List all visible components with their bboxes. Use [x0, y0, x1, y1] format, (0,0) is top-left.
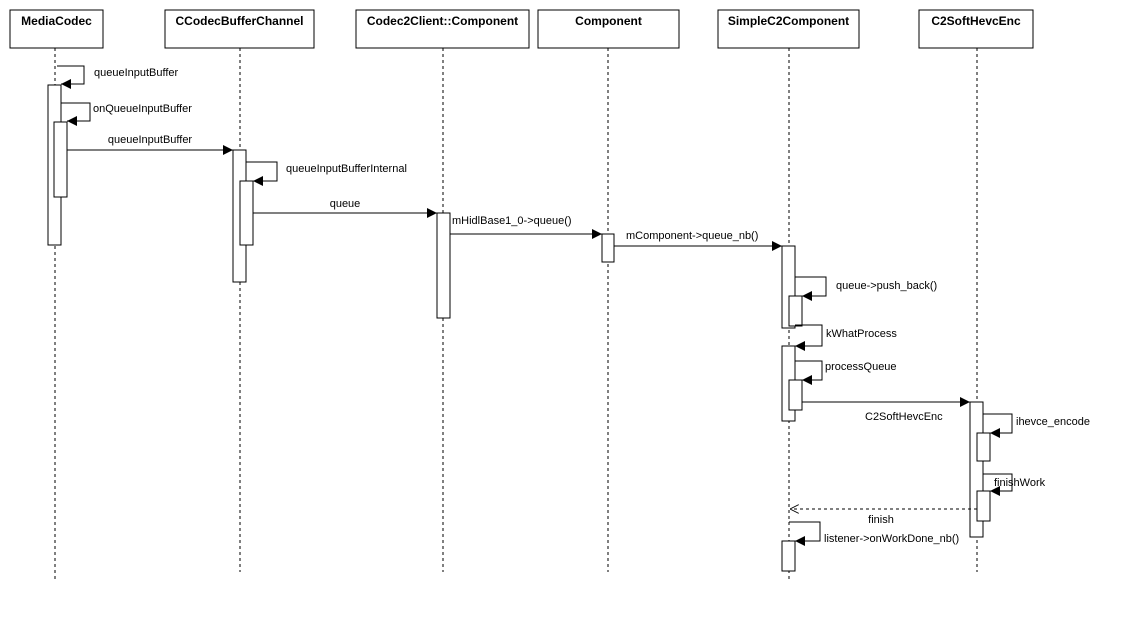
message-label: queueInputBuffer — [108, 134, 193, 146]
activation-softhevc-3 — [976, 490, 991, 522]
participant-mediacodec: MediaCodec — [9, 9, 104, 49]
message-push-back-self: queue->push_back() — [795, 276, 937, 301]
activation-c2client-1 — [436, 212, 451, 319]
message-label: queue — [330, 198, 361, 210]
participant-ccodecbufferchannel: CCodecBufferChannel — [164, 9, 315, 49]
activation-simplec2-5 — [781, 540, 796, 572]
message-label: ihevce_encode — [1016, 416, 1090, 428]
message-queueinputbuffer-self: queueInputBuffer — [57, 65, 179, 89]
message-ihevce-encode-self: ihevce_encode — [983, 413, 1090, 438]
message-mhidlbase-queue-call: mHidlBase1_0->queue() — [450, 215, 602, 239]
message-label: mHidlBase1_0->queue() — [452, 215, 572, 227]
activation-bars — [47, 84, 991, 572]
participant-codec2client-component: Codec2Client::Component — [355, 9, 530, 49]
participant-label: C2SoftHevcEnc — [931, 14, 1021, 28]
activation-softhevc-2 — [976, 432, 991, 462]
participant-label: SimpleC2Component — [728, 14, 849, 28]
message-label: kWhatProcess — [826, 328, 897, 340]
message-onworkdone-nb-self: listener->onWorkDone_nb() — [789, 521, 959, 546]
activation-simplec2-2 — [788, 295, 803, 327]
message-queueinputbuffer-call: queueInputBuffer — [67, 134, 233, 155]
participant-label: CCodecBufferChannel — [175, 14, 303, 28]
message-finish-return: finish — [790, 509, 977, 526]
participant-label: MediaCodec — [21, 14, 92, 28]
participant-simplec2component: SimpleC2Component — [717, 9, 860, 49]
message-kwhatprocess-self: kWhatProcess — [795, 324, 897, 351]
message-label: finishWork — [994, 477, 1046, 489]
message-queue-call: queue — [253, 198, 437, 218]
message-label: queueInputBufferInternal — [286, 163, 407, 175]
message-label: finish — [868, 514, 894, 526]
message-onqueueinputbuffer-self: onQueueInputBuffer — [61, 102, 192, 126]
message-label: queueInputBuffer — [94, 67, 179, 79]
message-label: mComponent->queue_nb() — [626, 230, 758, 242]
message-label: onQueueInputBuffer — [93, 103, 192, 115]
participant-c2softhevcenc: C2SoftHevcEnc — [918, 9, 1034, 49]
message-finishwork-self: finishWork — [983, 473, 1046, 496]
message-queueinputbufferinternal-self: queueInputBufferInternal — [246, 161, 407, 186]
activation-ccbc-2 — [239, 180, 254, 246]
message-label: C2SoftHevcEnc — [865, 411, 943, 423]
message-c2softhevcenc-call: C2SoftHevcEnc — [802, 397, 970, 423]
activation-component-1 — [601, 233, 615, 263]
participant-component: Component — [537, 9, 680, 49]
message-label: queue->push_back() — [836, 280, 937, 292]
message-mcomponent-queue-nb-call: mComponent->queue_nb() — [614, 230, 782, 251]
participant-label: Component — [575, 14, 642, 28]
activation-simplec2-4 — [788, 379, 803, 411]
message-processqueue-self: processQueue — [795, 360, 897, 385]
message-label: listener->onWorkDone_nb() — [824, 533, 959, 545]
lifelines — [54, 48, 978, 582]
activation-mediacodec-2 — [53, 121, 68, 198]
participant-label: Codec2Client::Component — [367, 14, 518, 28]
message-label: processQueue — [825, 361, 897, 373]
